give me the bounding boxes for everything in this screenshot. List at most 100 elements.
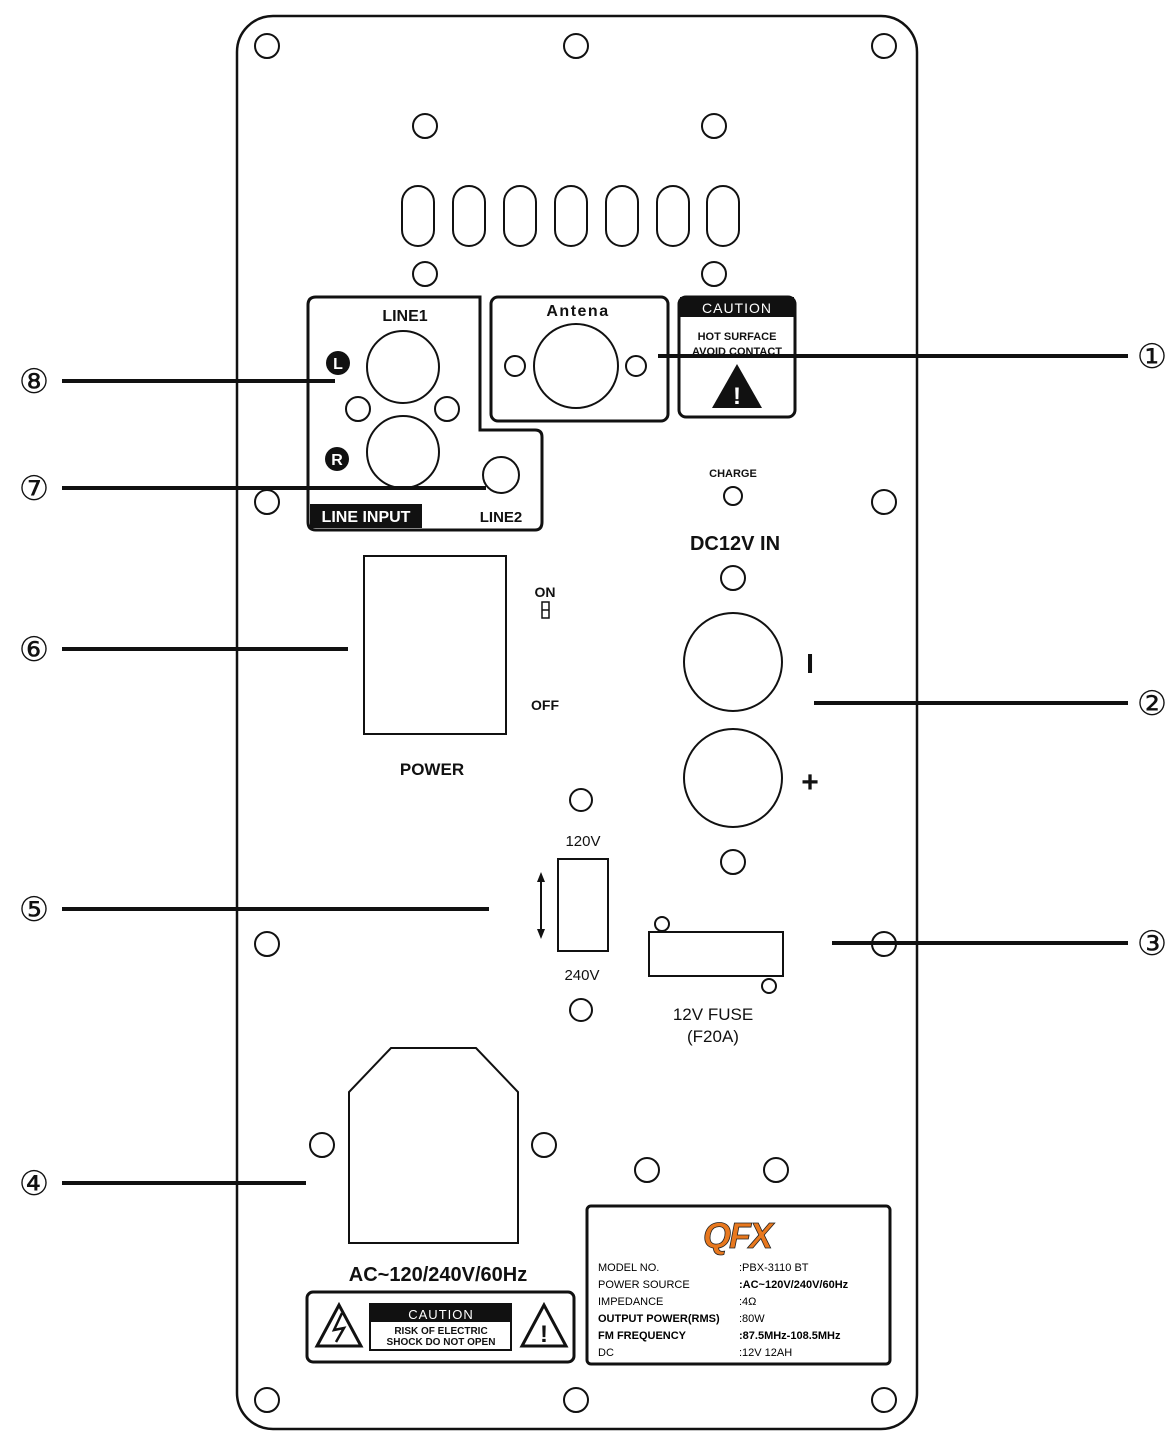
voltage-arrow-up-icon — [537, 872, 545, 882]
callout-7: ⑦ — [19, 470, 49, 508]
spec-label-outline — [585, 1204, 892, 1366]
spec-row-value: :PBX-3110 BT — [739, 1262, 809, 1274]
dc-negative-terminal[interactable] — [683, 612, 783, 712]
mounting-hole — [563, 33, 589, 59]
mounting-hole — [309, 1132, 335, 1158]
mounting-hole — [412, 113, 438, 139]
line1-right-jack[interactable] — [366, 415, 440, 489]
fuse-screw-hole — [761, 978, 777, 994]
fuse-block: 12V FUSE (F20A) — [648, 916, 784, 1046]
vent-slot — [452, 185, 486, 247]
line1-label: LINE1 — [382, 308, 427, 325]
warning-triangle-icon — [712, 364, 762, 408]
antenna-block: Antena — [489, 295, 670, 423]
vent-slot — [503, 185, 537, 247]
line1-left-badge-icon — [326, 351, 350, 375]
caution-hot-symbol: ! — [733, 383, 741, 410]
spec-row-key: FM FREQUENCY — [598, 1330, 687, 1342]
voltage-selector-switch[interactable] — [557, 858, 609, 952]
dc-positive-symbol: + — [801, 766, 819, 799]
callout-numbers: ① ② ③ ④ ⑤ ⑥ ⑦ ⑧ — [19, 338, 1167, 1203]
voltage-120-label: 120V — [565, 833, 600, 850]
power-switch[interactable] — [363, 555, 507, 735]
spec-row-key: POWER SOURCE — [598, 1279, 690, 1291]
voltage-arrow-down-icon — [537, 929, 545, 939]
line1-right-badge-icon — [325, 447, 349, 471]
spec-row-value: :80W — [739, 1313, 765, 1325]
antenna-screw-hole — [504, 355, 526, 377]
callout-6: ⑥ — [19, 631, 49, 669]
line-input-screw-hole — [345, 396, 371, 422]
mounting-hole — [634, 1157, 660, 1183]
caution-shock-sticker: CAUTION RISK OF ELECTRIC SHOCK DO NOT OP… — [305, 1290, 576, 1364]
mounting-hole — [254, 931, 280, 957]
line2-label: LINE2 — [480, 509, 523, 526]
power-switch-block: ON OFF POWER — [363, 555, 559, 779]
caution-shock-outline — [305, 1290, 576, 1364]
line1-left-jack[interactable] — [366, 330, 440, 404]
line-input-title: LINE INPUT — [322, 509, 411, 526]
vent-slot — [706, 185, 740, 247]
vent-slot — [554, 185, 588, 247]
mounting-hole — [763, 1157, 789, 1183]
power-on-label: ON — [535, 584, 556, 600]
spec-row-key: MODEL NO. — [598, 1262, 659, 1274]
mounting-holes — [254, 33, 897, 1413]
ac-inlet-block: AC~120/240V/60Hz — [348, 1047, 527, 1286]
spec-row-value: :12V 12AH — [739, 1347, 792, 1359]
spec-row-key: OUTPUT POWER(RMS) — [598, 1313, 720, 1325]
callout-5: ⑤ — [19, 891, 49, 929]
callout-4: ④ — [19, 1165, 49, 1203]
line-input-title-bar — [310, 504, 422, 528]
vent-slot — [401, 185, 435, 247]
mounting-hole — [871, 1387, 897, 1413]
dc-positive-terminal[interactable] — [683, 728, 783, 828]
vent-slots — [401, 185, 740, 247]
callout-2: ② — [1137, 685, 1167, 723]
fuse-screw-hole — [654, 916, 670, 932]
fuse-label-line2: (F20A) — [687, 1027, 739, 1046]
mounting-hole — [701, 261, 727, 287]
callout-3: ③ — [1137, 925, 1167, 963]
line-input-outline — [306, 295, 544, 532]
ac-inlet-socket[interactable] — [348, 1047, 519, 1244]
caution-shock-line2: SHOCK DO NOT OPEN — [387, 1337, 496, 1348]
voltage-selector-block: 120V 240V — [537, 833, 609, 984]
line2-jack[interactable] — [482, 456, 520, 494]
mounting-hole — [531, 1132, 557, 1158]
caution-hot-header-bar — [680, 297, 794, 317]
antenna-screw-hole — [625, 355, 647, 377]
vent-slot — [656, 185, 690, 247]
spec-row-value: :4Ω — [739, 1296, 756, 1308]
ac-input-label: AC~120/240V/60Hz — [349, 1264, 527, 1286]
lightning-bolt-icon — [331, 1312, 347, 1343]
spec-row-value: :AC~120V/240V/60Hz — [739, 1279, 849, 1291]
antenna-label: Antena — [546, 303, 609, 320]
fuse-holder[interactable] — [648, 931, 784, 977]
mounting-hole — [569, 788, 593, 812]
mounting-hole — [254, 1387, 280, 1413]
antenna-jack[interactable] — [533, 323, 619, 409]
exclamation-warning-icon — [519, 1301, 569, 1348]
spec-row-key: DC — [598, 1347, 614, 1359]
dc-negative-symbol: I — [806, 648, 814, 679]
callout-8: ⑧ — [19, 363, 49, 401]
caution-hot-line1: HOT SURFACE — [698, 331, 777, 343]
mounting-hole — [871, 489, 897, 515]
mounting-hole — [412, 261, 438, 287]
mounting-hole — [254, 489, 280, 515]
antenna-outline — [489, 295, 670, 423]
spec-row-key: IMPEDANCE — [598, 1296, 663, 1308]
caution-shock-symbol: ! — [540, 1321, 548, 1348]
callout-leaders — [62, 354, 1128, 1185]
callout-1: ① — [1137, 338, 1167, 376]
caution-shock-line1: RISK OF ELECTRIC — [394, 1326, 487, 1337]
mounting-hole — [254, 33, 280, 59]
line-input-block: LINE1 L R LINE INPUT LINE2 — [306, 295, 544, 532]
lightning-warning-icon — [314, 1301, 364, 1348]
voltage-240-label: 240V — [564, 967, 599, 984]
dc-input-block: DC12V IN I + — [683, 533, 819, 828]
line-input-screw-hole — [434, 396, 460, 422]
